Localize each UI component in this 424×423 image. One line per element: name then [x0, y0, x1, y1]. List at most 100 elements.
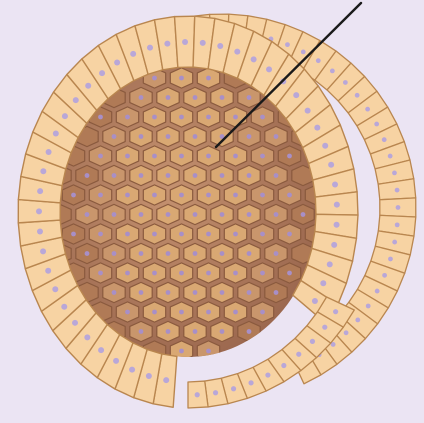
cell-nucleus	[71, 193, 76, 198]
cell-nucleus	[334, 202, 340, 208]
cell-nucleus	[260, 310, 265, 315]
cell-nucleus	[285, 42, 290, 47]
cell-nucleus	[98, 347, 104, 353]
cell-nucleus	[392, 240, 397, 245]
cell-nucleus	[139, 95, 144, 100]
cell-nucleus	[152, 232, 157, 237]
cell-nucleus	[139, 212, 144, 217]
cell-nucleus	[125, 115, 130, 120]
cell-nucleus	[112, 212, 117, 217]
cell-nucleus	[327, 261, 333, 267]
cell-nucleus	[139, 173, 144, 178]
cell-nucleus	[343, 80, 348, 85]
cell-nucleus	[220, 329, 225, 334]
cell-nucleus	[333, 309, 338, 314]
cell-nucleus	[220, 95, 225, 100]
cell-nucleus	[73, 97, 79, 103]
cell-nucleus	[251, 56, 257, 62]
cell-nucleus	[125, 193, 130, 198]
cell-nucleus	[330, 69, 335, 74]
cell-nucleus	[206, 76, 211, 81]
cell-nucleus	[125, 232, 130, 237]
cell-nucleus	[220, 290, 225, 295]
cell-nucleus	[152, 193, 157, 198]
cell-nucleus	[193, 173, 198, 178]
cell-nucleus	[129, 367, 135, 373]
cell-nucleus	[213, 390, 218, 395]
cell-nucleus	[328, 162, 334, 168]
cell-nucleus	[332, 181, 338, 187]
cell-nucleus	[53, 131, 59, 137]
cell-nucleus	[179, 76, 184, 81]
cell-nucleus	[247, 134, 252, 139]
cell-nucleus	[179, 310, 184, 315]
cell-nucleus	[139, 251, 144, 256]
cell-nucleus	[233, 271, 238, 276]
cell-nucleus	[247, 212, 252, 217]
cell-nucleus	[392, 171, 397, 176]
cell-nucleus	[233, 154, 238, 159]
cell-nucleus	[179, 349, 184, 354]
cell-nucleus	[320, 280, 326, 286]
cell-nucleus	[166, 329, 171, 334]
cell-nucleus	[247, 95, 252, 100]
cell-nucleus	[260, 115, 265, 120]
cell-nucleus	[206, 349, 211, 354]
cell-nucleus	[374, 122, 379, 127]
cell-nucleus	[85, 173, 90, 178]
cell-nucleus	[85, 83, 91, 89]
cell-nucleus	[195, 392, 200, 397]
cell-nucleus	[98, 115, 103, 120]
cell-nucleus	[388, 257, 393, 262]
cell-nucleus	[37, 188, 43, 194]
cell-nucleus	[84, 334, 90, 340]
cell-nucleus	[233, 232, 238, 237]
cell-nucleus	[220, 251, 225, 256]
cell-nucleus	[152, 271, 157, 276]
cell-nucleus	[36, 208, 42, 214]
cell-nucleus	[179, 115, 184, 120]
cell-nucleus	[72, 320, 78, 326]
cell-nucleus	[193, 134, 198, 139]
cell-nucleus	[179, 193, 184, 198]
cell-nucleus	[331, 242, 337, 248]
cell-nucleus	[274, 134, 279, 139]
cell-nucleus	[71, 232, 76, 237]
cell-nucleus	[231, 386, 236, 391]
cell-nucleus	[301, 212, 306, 217]
cell-nucleus	[388, 154, 393, 159]
cell-nucleus	[206, 115, 211, 120]
cell-nucleus	[98, 232, 103, 237]
cell-nucleus	[233, 193, 238, 198]
cell-nucleus	[193, 251, 198, 256]
cell-nucleus	[40, 168, 46, 174]
cell-nucleus	[112, 251, 117, 256]
cell-nucleus	[301, 49, 306, 54]
cell-nucleus	[265, 372, 270, 377]
cell-nucleus	[166, 134, 171, 139]
cell-nucleus	[112, 134, 117, 139]
cell-nucleus	[200, 40, 206, 46]
cell-nucleus	[344, 330, 349, 335]
cell-nucleus	[355, 318, 360, 323]
cell-nucleus	[146, 373, 152, 379]
cell-nucleus	[314, 125, 320, 131]
cell-nucleus	[152, 154, 157, 159]
cell-nucleus	[206, 154, 211, 159]
cell-nucleus	[287, 154, 292, 159]
cell-nucleus	[233, 310, 238, 315]
cell-nucleus	[125, 154, 130, 159]
cell-nucleus	[365, 107, 370, 112]
cell-nucleus	[266, 66, 272, 72]
cell-nucleus	[220, 173, 225, 178]
cell-nucleus	[206, 232, 211, 237]
cell-nucleus	[98, 271, 103, 276]
cell-nucleus	[40, 248, 46, 254]
cell-nucleus	[166, 173, 171, 178]
cell-nucleus	[182, 39, 188, 45]
cell-nucleus	[152, 76, 157, 81]
cell-nucleus	[193, 95, 198, 100]
cell-nucleus	[247, 290, 252, 295]
cell-nucleus	[274, 290, 279, 295]
cell-nucleus	[375, 289, 380, 294]
